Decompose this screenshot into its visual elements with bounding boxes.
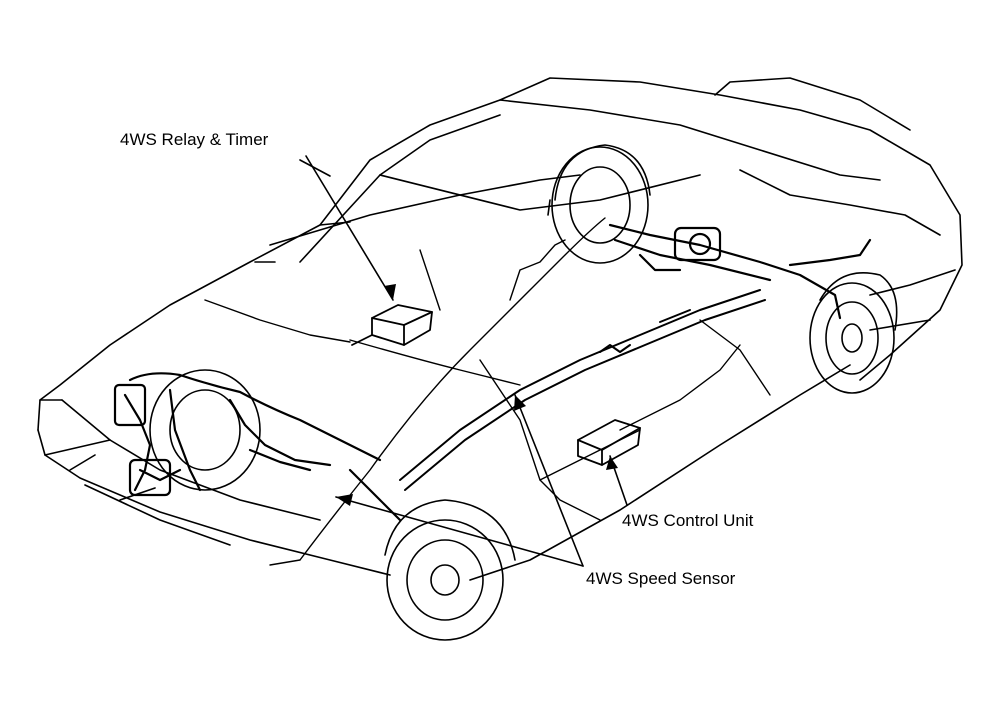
control-unit-label: 4WS Control Unit	[622, 511, 754, 530]
speed-sensor-arrowhead-front	[336, 494, 353, 506]
front-bumper-detail	[69, 454, 231, 546]
rear-steering-gearbox	[608, 223, 872, 320]
car-body-outline	[37, 77, 963, 581]
speed-sensor-leader-rear	[514, 394, 584, 567]
front-steering-rack	[113, 372, 402, 522]
rear-left-wheel	[551, 144, 651, 264]
callout-arrowheads	[336, 284, 618, 506]
control-unit-arrowhead	[606, 456, 618, 470]
speed-sensor-leader-front	[335, 496, 584, 567]
relay-timer-leader	[305, 155, 394, 301]
speed-sensor-label: 4WS Speed Sensor	[586, 569, 736, 588]
front-left-wheel	[384, 499, 516, 641]
front-right-wheel	[149, 369, 261, 491]
center-steering-shaft	[399, 289, 766, 491]
relay-timer-label: 4WS Relay & Timer	[120, 130, 269, 149]
callout-leader-lines	[305, 155, 628, 567]
control-unit-box	[577, 419, 641, 466]
relay-timer-box	[351, 304, 433, 346]
relay-timer-arrowhead	[384, 284, 396, 300]
rear-right-wheel	[809, 271, 898, 394]
speed-sensor-arrowhead-rear	[514, 395, 526, 411]
